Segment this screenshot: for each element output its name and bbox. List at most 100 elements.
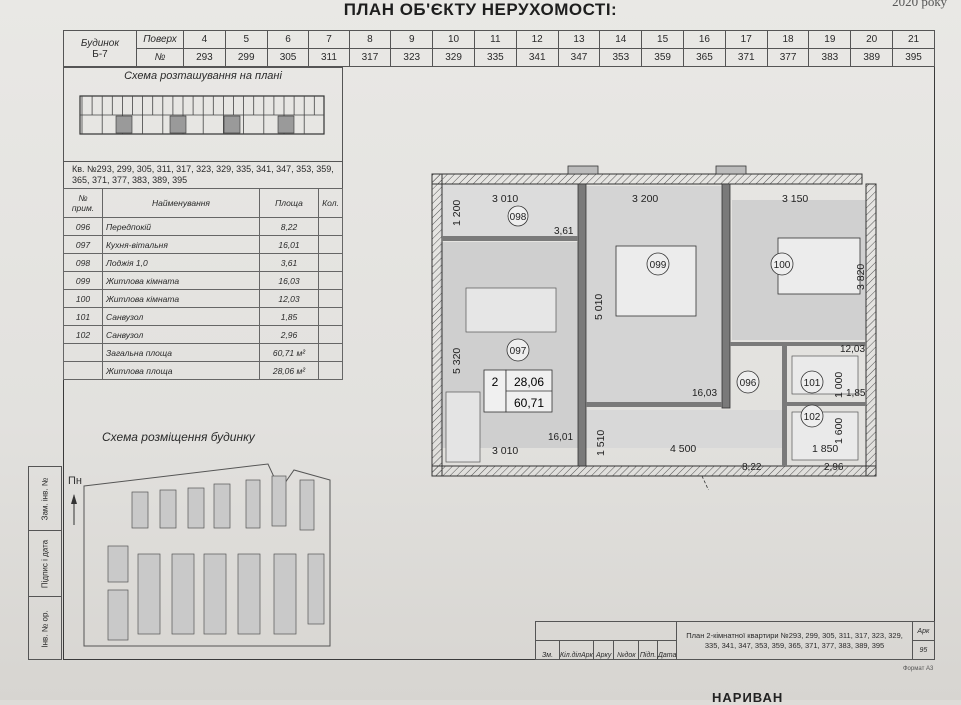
spec-cell-qty	[318, 289, 343, 308]
spec-cell-area: 1,85	[259, 307, 319, 326]
site-building	[107, 589, 129, 641]
floor-cell: 20	[850, 30, 894, 49]
site-building	[203, 553, 227, 635]
floor-cell: 6	[266, 30, 310, 49]
spec-living-label: Житлова площа	[102, 361, 260, 380]
sheet-value: 95	[911, 640, 936, 660]
area-098: 3,61	[554, 226, 574, 237]
spec-cell-qty	[318, 325, 343, 344]
title-block-top-row: План 2-кімнатної квартири №293, 299, 305…	[534, 621, 936, 660]
page-title: ПЛАН ОБ'ЄКТУ НЕРУХОМОСТІ:	[343, 0, 618, 19]
location-scheme: Схема розташування на плані	[63, 67, 343, 162]
area-099: 16,03	[692, 388, 717, 399]
room-102-label: 102	[804, 412, 821, 423]
spec-cell-qty	[318, 217, 343, 236]
flat-number-cell: 383	[808, 48, 852, 67]
spec-total-value: 60,71 м²	[259, 343, 319, 362]
spec-cell-area: 12,03	[259, 289, 319, 308]
site-building	[271, 475, 287, 527]
site-building	[137, 553, 161, 635]
spec-col-no: № прим.	[63, 188, 103, 218]
spec-cell-area: 16,01	[259, 235, 319, 254]
floor-cell: 15	[641, 30, 685, 49]
footer-fragment: НАРИВАН	[712, 690, 784, 705]
dim-1600: 1 600	[833, 418, 845, 444]
spec-col-name: Найменування	[102, 188, 260, 218]
wall-right	[865, 183, 877, 477]
kitchen-097	[445, 391, 481, 463]
site-scheme-caption: Схема розміщення будинку	[102, 430, 255, 444]
title-block: План 2-кімнатної квартири №293, 299, 305…	[534, 621, 936, 660]
spec-col-qty: Кол.	[318, 188, 343, 218]
wall-bath-split	[787, 402, 866, 406]
site-buildings	[107, 475, 325, 641]
room-097-label: 097	[510, 346, 527, 357]
flat-number-cell: 311	[308, 48, 350, 67]
site-scheme-drawing: Пн	[68, 463, 331, 647]
spec-living-value: 28,06 м²	[259, 361, 319, 380]
room-101-label: 101	[804, 378, 821, 389]
building-label: Будинок	[80, 37, 120, 49]
site-building	[131, 491, 149, 529]
dim-5010: 5 010	[593, 294, 605, 320]
spec-cell-qty	[318, 307, 343, 326]
area-100: 12,03	[840, 344, 865, 355]
room-099-label: 099	[650, 260, 667, 271]
stamp-label-4: №док	[613, 640, 640, 660]
spec-cell-area: 2,96	[259, 325, 319, 344]
entrance-door	[701, 475, 709, 490]
spec-cell-no: 099	[63, 271, 103, 290]
floor-cell: 14	[599, 30, 643, 49]
wall-room-099	[586, 402, 722, 407]
floor-cell: 8	[348, 30, 392, 49]
dim-1850: 1 850	[812, 443, 838, 455]
floor-cell: 16	[683, 30, 726, 49]
dim-1000: 1 000	[833, 372, 845, 398]
spec-cell-no: 098	[63, 253, 103, 272]
site-building	[159, 489, 177, 529]
side-tab-cell-3: Інв. № ор.	[29, 597, 61, 661]
title-block-label-row: Зм. Кіл.ділАрк Арку №док Підп. Дата 95	[534, 640, 936, 660]
dim-3150: 3 150	[782, 193, 808, 205]
flat-number-cell: 389	[850, 48, 894, 67]
floor-cell: 13	[557, 30, 601, 49]
building-value: Б-7	[92, 48, 108, 60]
room-096-fill	[586, 410, 782, 448]
summary-rooms: 2	[492, 375, 499, 389]
window-1	[567, 165, 599, 175]
spec-cell-area: 16,03	[259, 271, 319, 290]
stamp-label-6: Дата	[656, 640, 678, 660]
flat-number-cell: 305	[266, 48, 310, 67]
room-098-fill	[440, 184, 578, 236]
area-097: 16,01	[548, 432, 573, 443]
number-label: №	[136, 48, 184, 67]
site-building	[213, 483, 231, 529]
spec-cell-name: Кухня-вітальня	[102, 235, 260, 254]
side-tab-label-1: Зам. інв. №	[40, 477, 50, 520]
spec-cell-no: 096	[63, 217, 103, 236]
flat-number-cell: 335	[473, 48, 517, 67]
title-block-blank	[534, 621, 678, 641]
spec-living-qty	[318, 361, 343, 380]
floor-cell: 18	[766, 30, 810, 49]
wall-top	[431, 173, 863, 185]
flat-number-cell: 329	[432, 48, 475, 67]
spec-living-row: Житлова площа 28,06 м²	[63, 361, 343, 380]
wall-loggia	[442, 236, 578, 241]
flat-number-cell: 377	[766, 48, 810, 67]
flat-number-cell: 395	[892, 48, 935, 67]
side-tab-label-2: Підпис і дата	[40, 539, 50, 588]
spec-cell-no: 100	[63, 289, 103, 308]
side-signature-tab: Зам. інв. № Підпис і дата Інв. № ор.	[28, 466, 62, 660]
room-100-label: 100	[774, 260, 791, 271]
dim-3820: 3 820	[855, 264, 867, 290]
dim-4500: 4 500	[670, 443, 696, 455]
summary-living: 28,06	[514, 375, 544, 389]
format-label: Формат А3	[903, 666, 934, 672]
spec-col-area: Площа	[259, 188, 319, 218]
